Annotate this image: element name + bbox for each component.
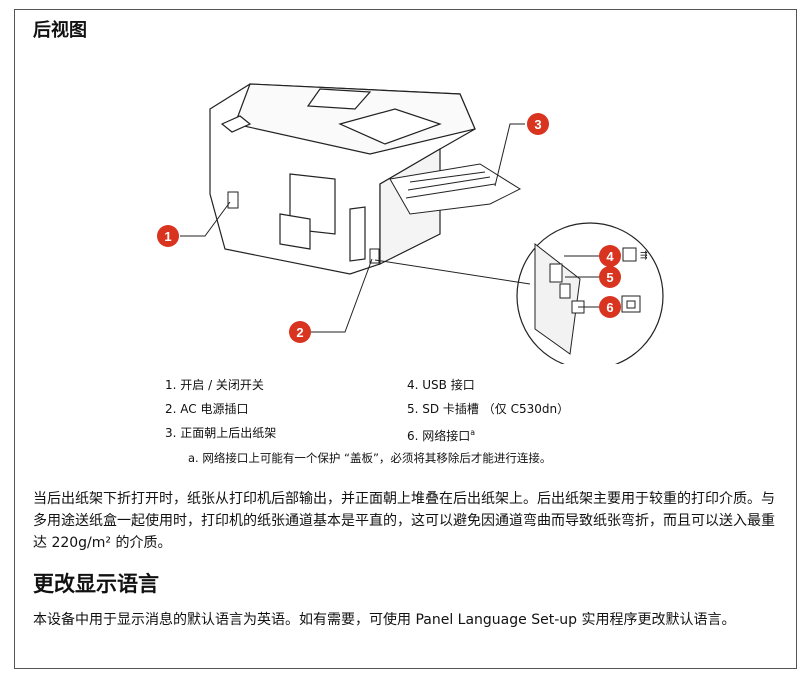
usb-symbol-icon: ⇶ [640, 250, 648, 261]
callout-3-label: 3 [534, 117, 541, 132]
network-port-icon [621, 295, 641, 313]
callout-markers: 1 2 3 4 5 6 [157, 113, 621, 343]
callout-5: 5 [599, 266, 621, 288]
footnote: a. 网络接口上可能有一个保护 “盖板”，必须将其移除后才能进行连接。 [188, 451, 552, 465]
legend-item-rear-tray: 3. 正面朝上后出纸架 [165, 426, 277, 440]
callout-1: 1 [157, 225, 179, 247]
page-title: 后视图 [33, 20, 87, 41]
page-frame [14, 9, 797, 669]
legend-item-network: 6. 网络接口a [407, 421, 667, 448]
callout-3: 3 [527, 113, 549, 135]
callout-2: 2 [289, 321, 311, 343]
legend-item-sd-slot: 5. SD 卡插槽 （仅 C530dn） [407, 402, 570, 416]
body-paragraph-language: 本设备中用于显示消息的默认语言为英语。如有需要，可使用 Panel Langua… [33, 612, 736, 628]
printer-rear-view-illustration: ⇶ 1 2 3 4 5 6 [157, 83, 664, 364]
legend-item-usb: 4. USB 接口 [407, 378, 475, 392]
port-zoom-inset [516, 222, 664, 364]
callout-2-label: 2 [296, 325, 303, 340]
legend-item-power-switch: 1. 开启 / 关闭开关 [165, 378, 264, 392]
callout-6: 6 [599, 296, 621, 318]
legend-item-network-text: 6. 网络接口 [407, 429, 471, 443]
ac-inlet-shape [369, 248, 380, 264]
legend-item-ac-inlet: 2. AC 电源插口 [165, 402, 249, 416]
callout-4-label: 4 [606, 249, 614, 264]
callout-1-label: 1 [164, 229, 171, 244]
callout-4: 4 [599, 245, 621, 267]
legend-right-column: 4. USB 接口 5. SD 卡插槽 （仅 C530dn） 6. 网络接口a [407, 373, 667, 448]
power-switch-shape [227, 191, 239, 209]
section-title: 更改显示语言 [33, 572, 159, 596]
callout-5-label: 5 [606, 270, 613, 285]
callout-6-label: 6 [606, 300, 613, 315]
footnote-marker: a [470, 428, 476, 437]
body-paragraph-rear-tray: 当后出纸架下折打开时，纸张从打印机后部输出，并正面朝上堆叠在后出纸架上。后出纸架… [33, 491, 775, 551]
usb-icon [622, 247, 637, 262]
legend-left-column: 1. 开启 / 关闭开关 2. AC 电源插口 3. 正面朝上后出纸架 [165, 373, 425, 445]
rear-output-tray [389, 163, 522, 215]
